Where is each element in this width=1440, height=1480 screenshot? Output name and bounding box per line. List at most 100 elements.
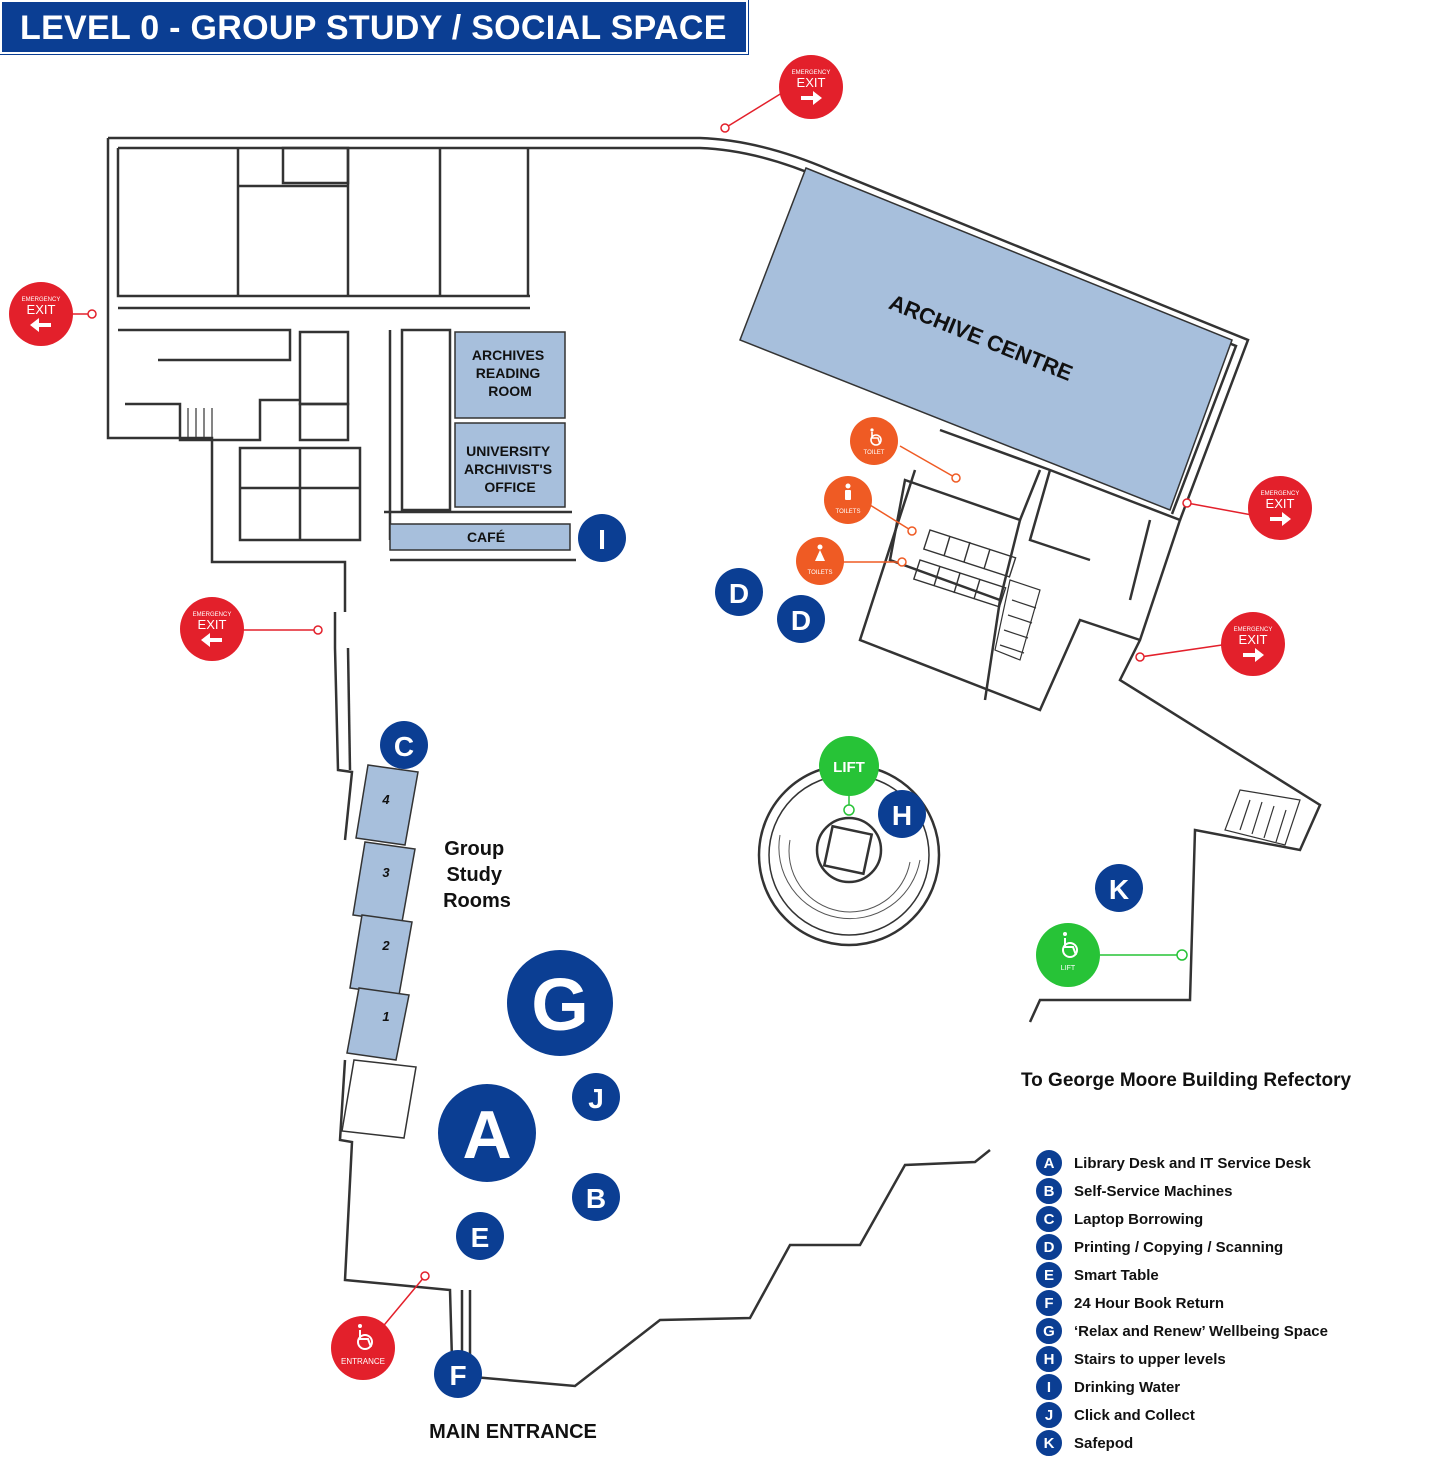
- legend-text: Self-Service Machines: [1074, 1182, 1233, 1200]
- exit-arrow-left-icon: [201, 633, 222, 647]
- building-walls: [106, 136, 1322, 1388]
- legend-text: Drinking Water: [1074, 1378, 1181, 1396]
- svg-text:EMERGENCY: EMERGENCY: [1234, 627, 1273, 633]
- svg-text:E: E: [471, 1222, 490, 1253]
- exit-arrow-left-icon: [30, 318, 51, 332]
- marker-d-1: D: [715, 568, 763, 616]
- legend-key: D: [1036, 1234, 1062, 1260]
- main-lift-marker: LIFT: [819, 736, 879, 816]
- svg-text:TOILET: TOILET: [864, 450, 885, 456]
- legend-key: K: [1036, 1430, 1062, 1456]
- entrance-badge-label: ENTRANCE: [341, 1357, 385, 1366]
- exit-arrow-right-icon: [1243, 648, 1264, 662]
- archivists-office-line3: OFFICE: [484, 479, 535, 495]
- to-refectory-label: To George Moore Building Refectory: [1021, 1070, 1351, 1091]
- svg-text:EXIT: EXIT: [1239, 632, 1268, 647]
- cafe-label: CAFÉ: [467, 529, 505, 545]
- archivists-office-line2: ARCHIVIST'S: [464, 461, 552, 477]
- svg-text:K: K: [1109, 874, 1129, 905]
- legend-key: B: [1036, 1178, 1062, 1204]
- svg-text:ARCHIVES READING R: ARCHIVES READING ROOM: [472, 347, 548, 399]
- svg-text:D: D: [791, 605, 811, 636]
- legend-item: F 24 Hour Book Return: [1036, 1290, 1224, 1316]
- marker-b: B: [572, 1173, 620, 1221]
- legend-item: H Stairs to upper levels: [1036, 1346, 1226, 1372]
- legend-item: C Laptop Borrowing: [1036, 1206, 1203, 1232]
- legend-text: Laptop Borrowing: [1074, 1210, 1204, 1228]
- svg-text:J: J: [588, 1083, 604, 1114]
- toilets-marker-female: TOILETS: [796, 537, 907, 585]
- emergency-exit-right-upper: EMERGENCY EXIT: [1182, 476, 1312, 540]
- svg-text:EXIT: EXIT: [27, 302, 56, 317]
- legend-key: F: [1036, 1290, 1062, 1316]
- legend-key: I: [1036, 1374, 1062, 1400]
- main-entrance-label: MAIN ENTRANCE: [429, 1421, 597, 1443]
- svg-text:EXIT: EXIT: [198, 617, 227, 632]
- svg-text:I: I: [598, 524, 606, 555]
- svg-text:EXIT: EXIT: [1266, 496, 1295, 511]
- legend-text: Safepod: [1074, 1434, 1134, 1452]
- study-room-1: 1: [382, 1009, 389, 1024]
- lift-label: LIFT: [833, 759, 865, 776]
- archive-centre-area: ARCHIVE CENTRE: [739, 167, 1233, 511]
- svg-text:TOILETS: TOILETS: [808, 570, 833, 576]
- study-room-3: 3: [382, 865, 390, 880]
- university-archivists-office: UNIVERSITY ARCHIVIST'S OFFICE: [454, 422, 566, 508]
- svg-text:TOILETS: TOILETS: [836, 509, 861, 515]
- exit-arrow-right-icon: [801, 91, 822, 105]
- male-toilet-icon: [845, 483, 851, 500]
- female-toilet-icon: [815, 544, 825, 561]
- legend-key: H: [1036, 1346, 1062, 1372]
- svg-text:EMERGENCY: EMERGENCY: [22, 297, 61, 303]
- legend-text: Stairs to upper levels: [1074, 1350, 1226, 1368]
- marker-e: E: [456, 1212, 504, 1260]
- svg-text:EMERGENCY: EMERGENCY: [193, 612, 232, 618]
- wheelchair-icon: [870, 432, 882, 446]
- marker-a: A: [436, 1082, 538, 1184]
- marker-h: H: [878, 790, 926, 838]
- wheelchair-icon: [357, 1330, 373, 1350]
- legend-item: A Library Desk and IT Service Desk: [1036, 1150, 1311, 1176]
- legend-text: Printing / Copying / Scanning: [1074, 1238, 1284, 1256]
- legend-text: 24 Hour Book Return: [1074, 1294, 1225, 1312]
- svg-text:A: A: [462, 1097, 511, 1173]
- svg-text:LIFT: LIFT: [1061, 965, 1076, 972]
- svg-text:Group Study Rooms: Group Study Rooms: [443, 838, 511, 912]
- group-study-label-line3: Rooms: [443, 890, 511, 912]
- legend-item: J Click and Collect: [1036, 1402, 1195, 1428]
- emergency-exit-left: EMERGENCY EXIT: [9, 282, 97, 346]
- svg-text:EMERGENCY: EMERGENCY: [792, 70, 831, 76]
- marker-c: C: [380, 721, 428, 769]
- accessible-entrance-marker: ENTRANCE: [331, 1271, 430, 1380]
- study-room-4: 4: [381, 792, 390, 807]
- marker-k: K: [1095, 864, 1143, 912]
- toilets-marker-male: TOILETS: [824, 476, 917, 536]
- svg-text:F: F: [449, 1360, 466, 1391]
- svg-text:B: B: [586, 1183, 606, 1214]
- marker-d-2: D: [777, 595, 825, 643]
- study-room-2: 2: [381, 938, 390, 953]
- svg-text:EXIT: EXIT: [797, 75, 826, 90]
- legend-key: A: [1036, 1150, 1062, 1176]
- legend-key: C: [1036, 1206, 1062, 1232]
- accessible-lift-marker: LIFT: [1036, 923, 1188, 987]
- cafe-area: CAFÉ: [389, 523, 571, 551]
- archives-reading-room: ARCHIVES READING ROOM: [454, 331, 566, 419]
- archivists-office-line1: UNIVERSITY: [466, 443, 551, 459]
- legend-key: G: [1036, 1318, 1062, 1344]
- svg-text:C: C: [394, 731, 414, 762]
- legend-text: ‘Relax and Renew’ Wellbeing Space: [1074, 1322, 1328, 1340]
- svg-text:UNIVERSITY ARCHIVIST'S: UNIVERSITY ARCHIVIST'S OFFICE: [464, 443, 556, 495]
- emergency-exit-lower-left: EMERGENCY EXIT: [180, 597, 323, 661]
- legend-item: D Printing / Copying / Scanning: [1036, 1234, 1283, 1260]
- legend-item: B Self-Service Machines: [1036, 1178, 1232, 1204]
- archives-reading-room-line1: ARCHIVES: [472, 347, 544, 363]
- svg-text:EMERGENCY: EMERGENCY: [1261, 491, 1300, 497]
- archives-reading-room-line2: READING: [476, 365, 541, 381]
- marker-f: F: [434, 1350, 482, 1398]
- legend-key: E: [1036, 1262, 1062, 1288]
- archives-reading-room-line3: ROOM: [488, 383, 532, 399]
- legend-text: Smart Table: [1074, 1266, 1159, 1284]
- legend-item: K Safepod: [1036, 1430, 1133, 1456]
